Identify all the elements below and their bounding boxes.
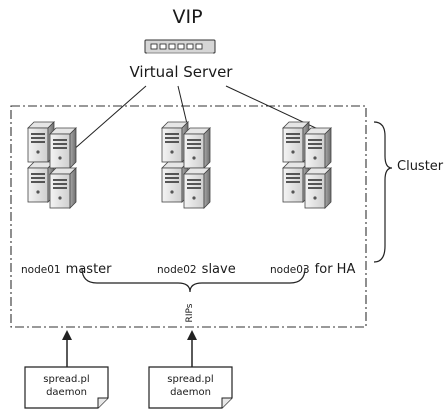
node03-label: node03 for HA (270, 258, 355, 277)
daemon-arrows (66, 336, 193, 367)
daemon-doc-1-line2: daemon (46, 387, 87, 398)
daemon-doc-2-line1: spread.pl (167, 374, 214, 385)
node02-id: node02 (157, 264, 197, 276)
rips-label: RIPs (185, 303, 195, 323)
node02-label: node02 slave (157, 258, 236, 277)
daemon-doc-1 (24, 366, 109, 409)
node01-id: node01 (21, 264, 61, 276)
vip-label: VIP (172, 6, 203, 28)
node01-label: node01 master (21, 258, 112, 277)
cluster-brace (373, 121, 393, 263)
node03-id: node03 (270, 264, 310, 276)
switch-icon (144, 39, 216, 54)
node03-server-icon (283, 122, 331, 208)
node01-server-icon (28, 122, 76, 208)
daemon-doc-1-line1: spread.pl (43, 374, 90, 385)
arrow-head-2 (187, 330, 197, 340)
daemon-doc-2-line2: daemon (170, 387, 211, 398)
cluster-boundary (10, 105, 367, 328)
node02-server-icon (162, 122, 210, 208)
cluster-label: Cluster (397, 159, 444, 174)
daemon-doc-2 (148, 366, 233, 409)
node02-role: slave (201, 262, 236, 277)
arrow-head-1 (62, 330, 72, 340)
virtual-server-label: Virtual Server (129, 63, 233, 81)
node01-role: master (65, 262, 112, 277)
rips-brace (81, 267, 306, 293)
daemon-doc-2-text: spread.pl daemon (149, 373, 232, 399)
daemon-doc-1-text: spread.pl daemon (25, 373, 108, 399)
node03-role: for HA (314, 262, 356, 277)
